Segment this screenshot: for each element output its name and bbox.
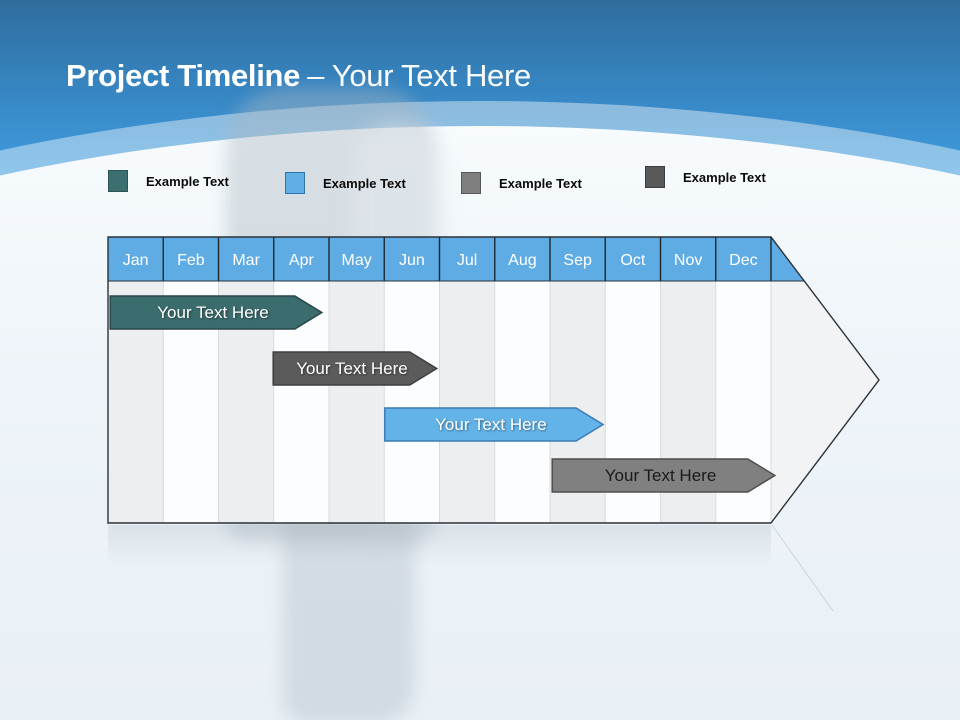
timeline-chart: Jan Feb Mar Apr May Jun Jul Aug Sep Oct Nov DecYour… [107,236,880,612]
legend-item-4: Example Text [645,166,766,188]
month-label: Mar [232,252,260,269]
month-label: Feb [177,252,205,269]
month-label: Oct [620,252,645,269]
legend-item-2: Example Text [285,172,406,194]
legend-swatch-blue [285,172,305,194]
legend-swatch-darkgray [645,166,665,188]
month-label: Jan [123,252,149,269]
slide-title: Project Timeline– Your Text Here [66,58,531,94]
legend-item-1: Example Text [108,170,229,192]
month-label: Aug [508,252,536,269]
month-stripe [329,281,385,523]
month-label: Jun [399,252,425,269]
timeline-bar-label: Your Text Here [296,359,408,378]
month-label: Sep [563,252,592,269]
timeline-bar [272,351,439,386]
timeline-bar [109,295,324,330]
month-label: Dec [729,252,757,269]
slide-title-main: Project Timeline [66,58,301,93]
timeline-bar-label: Your Text Here [157,303,269,322]
timeline-bar [384,407,605,442]
legend-label: Example Text [323,175,406,191]
month-label: May [342,252,372,269]
timeline-bar [551,458,777,493]
table-reflection [108,525,771,565]
legend-label: Example Text [499,175,582,191]
month-label: Jul [457,252,477,269]
slide-title-suffix: – Your Text Here [307,58,531,93]
arrow-reflection-edge [771,524,834,612]
legend-item-3: Example Text [461,172,582,194]
legend-swatch-teal [108,170,128,192]
legend-label: Example Text [146,173,229,189]
month-header-band [108,237,805,281]
month-label: Apr [289,252,315,269]
timeline-bar-label: Your Text Here [435,415,547,434]
month-label: Nov [674,252,702,269]
month-stripe [439,281,495,523]
timeline-bar-label: Your Text Here [605,466,717,485]
month-stripe [494,281,550,523]
legend-swatch-gray [461,172,481,194]
month-stripe [384,281,440,523]
legend-label: Example Text [683,169,766,185]
